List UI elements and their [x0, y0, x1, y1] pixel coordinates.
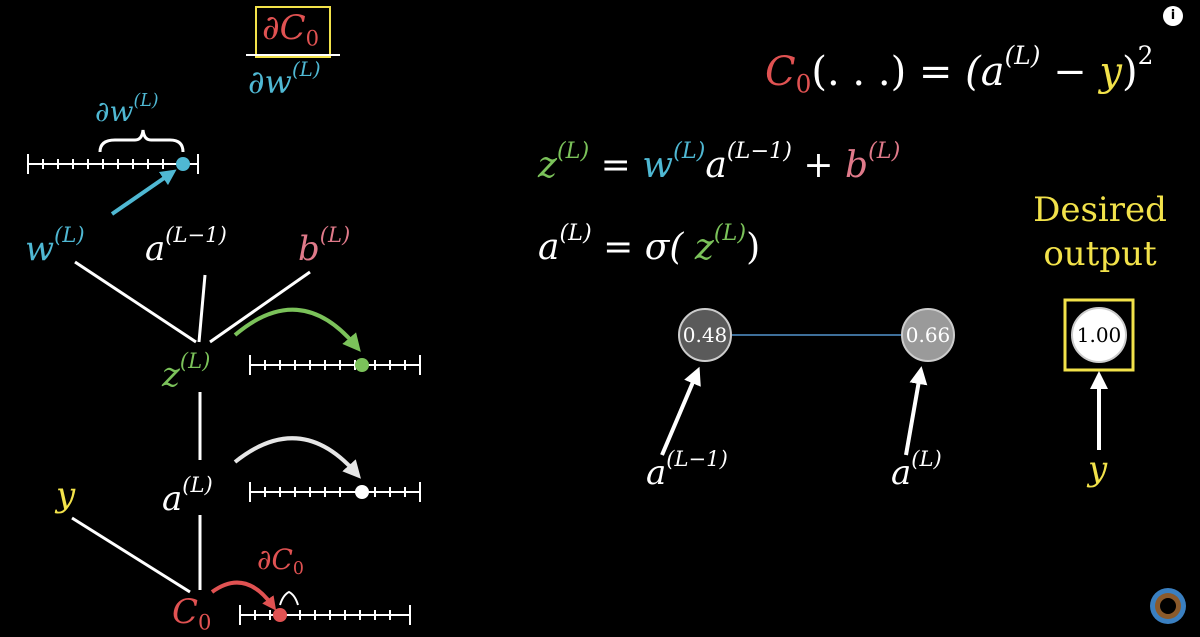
- b-label: b(L): [298, 222, 351, 269]
- z-label: z(L): [162, 348, 211, 395]
- target-box: [1063, 298, 1135, 372]
- network-a-prev-label: a(L−1): [646, 446, 728, 493]
- a-point: [355, 485, 369, 499]
- neuron-right: [901, 308, 955, 362]
- fraction-highlight-box: [255, 6, 331, 58]
- w-number-line: [27, 154, 199, 174]
- c-label: C0: [172, 592, 212, 635]
- dw-brace: [98, 129, 185, 153]
- a-pointer-arrow: [904, 366, 928, 456]
- dc-label: ∂C0: [257, 543, 304, 580]
- w-point: [176, 157, 190, 171]
- desired-output-label: Desired output: [1033, 190, 1167, 274]
- aprev-pointer-arrow: [660, 366, 701, 456]
- network-a-label: a(L): [891, 446, 942, 493]
- z-equation: z(L) = w(L)a(L−1) + b(L): [538, 138, 901, 186]
- header-fraction-denominator: ∂w(L): [248, 58, 321, 101]
- dc-brace: [279, 590, 299, 606]
- z-point: [355, 358, 369, 372]
- edge-aprev-z: [197, 274, 207, 343]
- dw-label: ∂w(L): [95, 91, 159, 128]
- c-point: [273, 608, 287, 622]
- y-label: y: [56, 475, 76, 515]
- edge-y-c: [71, 516, 191, 594]
- header-fraction-numerator: ∂C0: [262, 8, 320, 51]
- w-arrow: [110, 169, 177, 216]
- target-neuron: [1071, 307, 1127, 363]
- a-label: a(L): [162, 472, 213, 519]
- neuron-left-value: 0.48: [683, 323, 728, 347]
- z-change-arrow: [233, 307, 361, 352]
- a-prev-label: a(L−1): [145, 222, 227, 269]
- neuron-left: [678, 308, 732, 362]
- edge-w-z: [74, 260, 197, 344]
- neuron-right-value: 0.66: [906, 323, 951, 347]
- w-label: w(L): [25, 222, 85, 269]
- a-change-arrow: [233, 436, 361, 479]
- cost-equation: C0(. . .) = (a(L) − y)2: [765, 41, 1154, 99]
- z-number-line: [249, 355, 421, 375]
- edge-b-z: [209, 270, 311, 344]
- c-change-arrow: [210, 580, 277, 611]
- info-button[interactable]: i: [1163, 6, 1183, 26]
- network-y-label: y: [1088, 449, 1108, 489]
- channel-logo: [1150, 588, 1186, 624]
- target-value: 1.00: [1077, 323, 1122, 347]
- activation-equation: a(L) = σ( z(L)): [538, 220, 761, 268]
- a-number-line: [249, 482, 421, 502]
- c-number-line: [239, 605, 411, 625]
